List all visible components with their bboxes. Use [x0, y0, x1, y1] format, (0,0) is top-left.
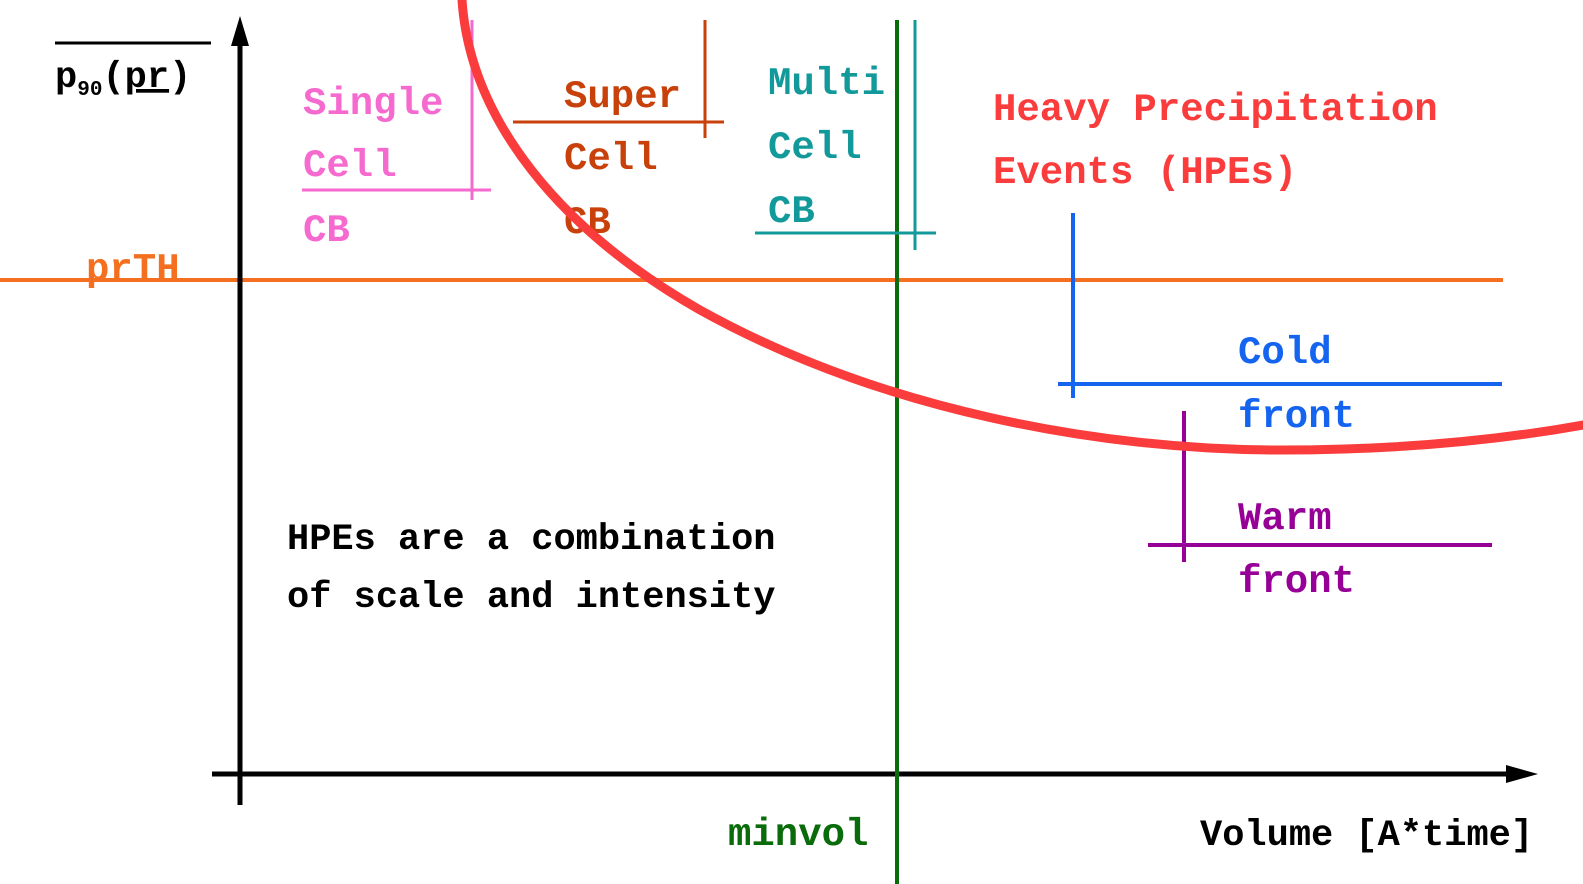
- single-cell-label-line2: Cell: [303, 144, 397, 188]
- single-cell-label-line1: Single: [303, 82, 443, 126]
- super-cell-label-line1: Super: [564, 75, 681, 119]
- hpe-region-curve: [457, 0, 1583, 455]
- multi-cell-label-line1: Multi: [768, 62, 885, 106]
- note-line2: of scale and intensity: [287, 577, 775, 619]
- multi-cell-label-line3: CB: [768, 190, 815, 234]
- warm-front-label-line2: front: [1238, 560, 1355, 604]
- x-axis-label: Volume [A*time]: [1200, 815, 1533, 857]
- cold-front-label-line2: front: [1238, 395, 1355, 439]
- y-axis-label: p90(pr): [55, 57, 191, 102]
- multi-cell-group: Multi Cell CB: [755, 20, 936, 250]
- y-axis-arrowhead: [231, 16, 249, 46]
- super-cell-group: Super Cell CB: [513, 20, 724, 245]
- cold-front-group: Cold front: [1058, 213, 1502, 439]
- intensity-threshold-label: prTH: [86, 248, 180, 292]
- cold-front-label-line1: Cold: [1238, 331, 1332, 375]
- super-cell-label-line2: Cell: [564, 137, 658, 181]
- warm-front-label-line1: Warm: [1238, 497, 1332, 541]
- single-cell-label-line3: CB: [303, 209, 350, 253]
- hpe-region-title-line1: Heavy Precipitation: [993, 88, 1438, 132]
- hpe-region-title-line2: Events (HPEs): [993, 151, 1297, 195]
- x-axis-arrowhead: [1506, 765, 1538, 783]
- multi-cell-label-line2: Cell: [768, 126, 862, 170]
- volume-threshold-label: minvol: [728, 813, 868, 857]
- single-cell-group: Single Cell CB: [302, 20, 491, 253]
- warm-front-group: Warm front: [1148, 411, 1492, 604]
- note-line1: HPEs are a combination: [287, 519, 775, 561]
